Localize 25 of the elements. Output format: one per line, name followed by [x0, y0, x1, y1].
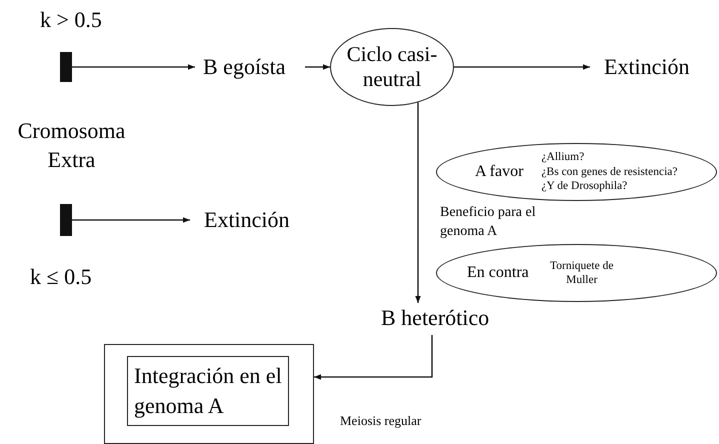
note-text: ¿Bs con genes de resistencia?: [541, 164, 678, 180]
chromosome-bar: [60, 204, 72, 236]
node-label: Ciclo casi-neutral: [346, 42, 438, 92]
text-label: k ≤ 0.5: [30, 263, 93, 291]
node-label: B egoísta: [203, 54, 286, 80]
note-text: ¿Y de Drosophila?: [541, 179, 628, 194]
note-text: Torniquete de Muller: [549, 258, 614, 288]
node-label: B heterótico: [381, 305, 490, 330]
node-heading: En contra: [467, 264, 529, 282]
node-label: Extinción: [204, 207, 290, 232]
node-heading: A favor: [475, 163, 524, 181]
arrow: [314, 335, 433, 380]
chromosome-bar: [60, 52, 72, 82]
process-box: [127, 356, 289, 426]
arrow: [72, 64, 195, 70]
arrow: [72, 217, 190, 223]
arrow: [415, 102, 421, 303]
arrow: [454, 64, 590, 70]
arrow: [305, 64, 330, 70]
outer-box: [104, 344, 314, 444]
note-text: ¿Allium?: [541, 150, 584, 165]
node-label: Integración en el genoma A: [134, 363, 282, 418]
node-label: Extinción: [604, 54, 690, 80]
text-label: Cromosoma Extra: [16, 117, 126, 174]
text-label: k > 0.5: [40, 6, 103, 34]
